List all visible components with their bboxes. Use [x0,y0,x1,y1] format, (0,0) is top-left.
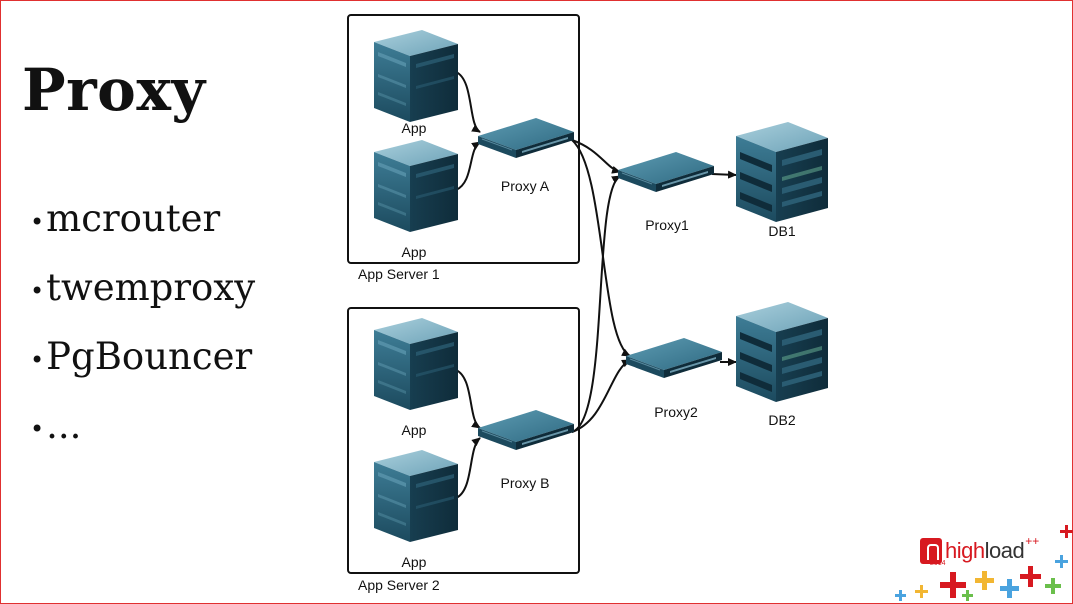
node-label-app-2a: App [402,422,427,438]
node-db-2 [736,302,828,402]
node-label-app-1b: App [402,244,427,260]
node-label-proxy-a: Proxy A [501,178,550,194]
node-label-app-1a: App [402,120,427,136]
node-label-db-1: DB1 [768,223,795,239]
node-label-proxy-1: Proxy1 [645,217,689,233]
edge-app1b-proxyA [455,141,481,191]
node-app-1b [374,140,458,232]
node-app-2b [374,450,458,542]
slide-title: Proxy [22,56,206,124]
node-db-1 [736,122,828,222]
node-proxy-a [477,117,575,159]
bullet-item: ... [30,403,255,472]
edge-app2a-proxyB [455,369,481,429]
node-app-2a [374,318,458,410]
edge-app2b-proxyB [455,437,481,499]
edge-proxy1-db1 [711,170,737,179]
group-label-app-server-2: App Server 2 [358,577,440,593]
brand-mark-icon [920,538,942,564]
group-box-app-server-2 [347,307,580,574]
bullet-item: twemproxy [30,265,255,334]
node-proxy-2 [625,337,723,379]
group-box-app-server-1 [347,14,580,264]
edge-proxyB-proxy1 [571,175,621,433]
bullet-item: mcrouter [30,196,255,265]
node-label-db-2: DB2 [768,412,795,428]
brand-name-part2: load [984,538,1025,563]
edge-proxyB-proxy2 [571,359,631,433]
brand-name: highload [945,538,1025,564]
brand-year: 2014 [930,560,946,567]
brand-cross-pattern [895,525,1073,601]
group-label-app-server-1: App Server 1 [358,266,440,282]
brand-name-part1: high [945,538,985,563]
node-label-proxy-2: Proxy2 [654,404,698,420]
brand-logo: highload ++ [920,534,1040,567]
brand-plus: ++ [1025,534,1040,548]
node-label-app-2b: App [402,554,427,570]
edge-app1a-proxyA [455,71,481,133]
bullet-item: PgBouncer [30,334,255,403]
edge-proxyA-proxy1 [571,139,621,174]
node-proxy-b [477,409,575,451]
node-proxy-1 [617,151,715,193]
node-label-proxy-b: Proxy B [500,475,549,491]
bullet-list: mcrouter twemproxy PgBouncer ... [30,196,255,472]
node-app-1a [374,30,458,122]
